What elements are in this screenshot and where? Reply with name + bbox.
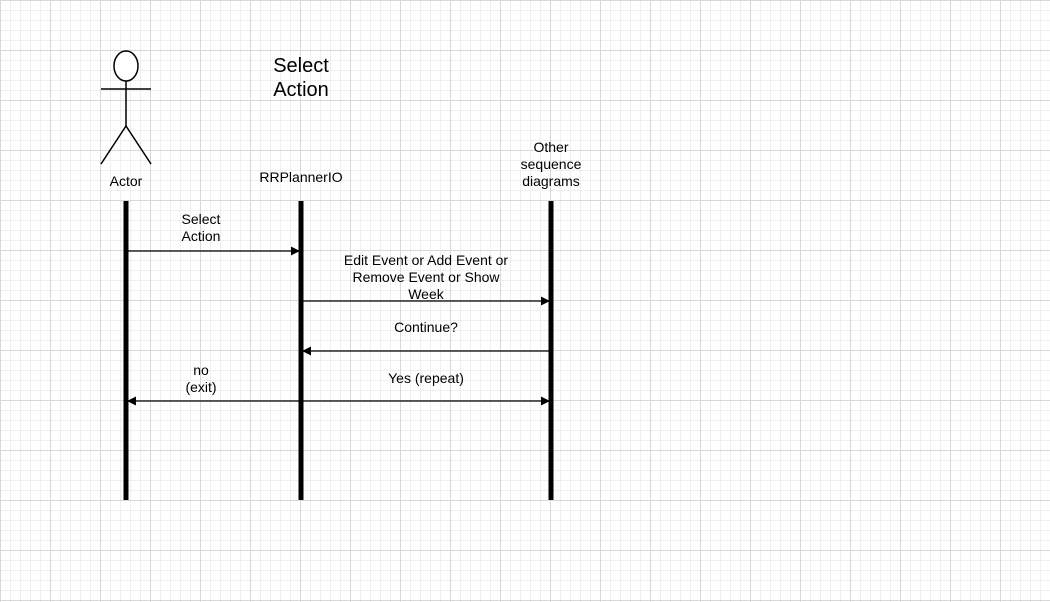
actor-stick-figure-icon [100,50,152,165]
other-sequence-label: Other sequence diagrams [520,139,582,189]
continue-message: Continue? [394,319,458,335]
yes-repeat-message: Yes (repeat) [388,370,464,386]
actor-label: Actor [109,173,143,189]
rrplannerio-label: RRPlannerIO [259,169,343,185]
no-exit-message: no (exit) [185,362,217,395]
diagram-title: Select Action [273,55,329,101]
edit-event-message: Edit Event or Add Event or Remove Event … [343,252,509,302]
select-action-message: Select Action [181,211,221,244]
